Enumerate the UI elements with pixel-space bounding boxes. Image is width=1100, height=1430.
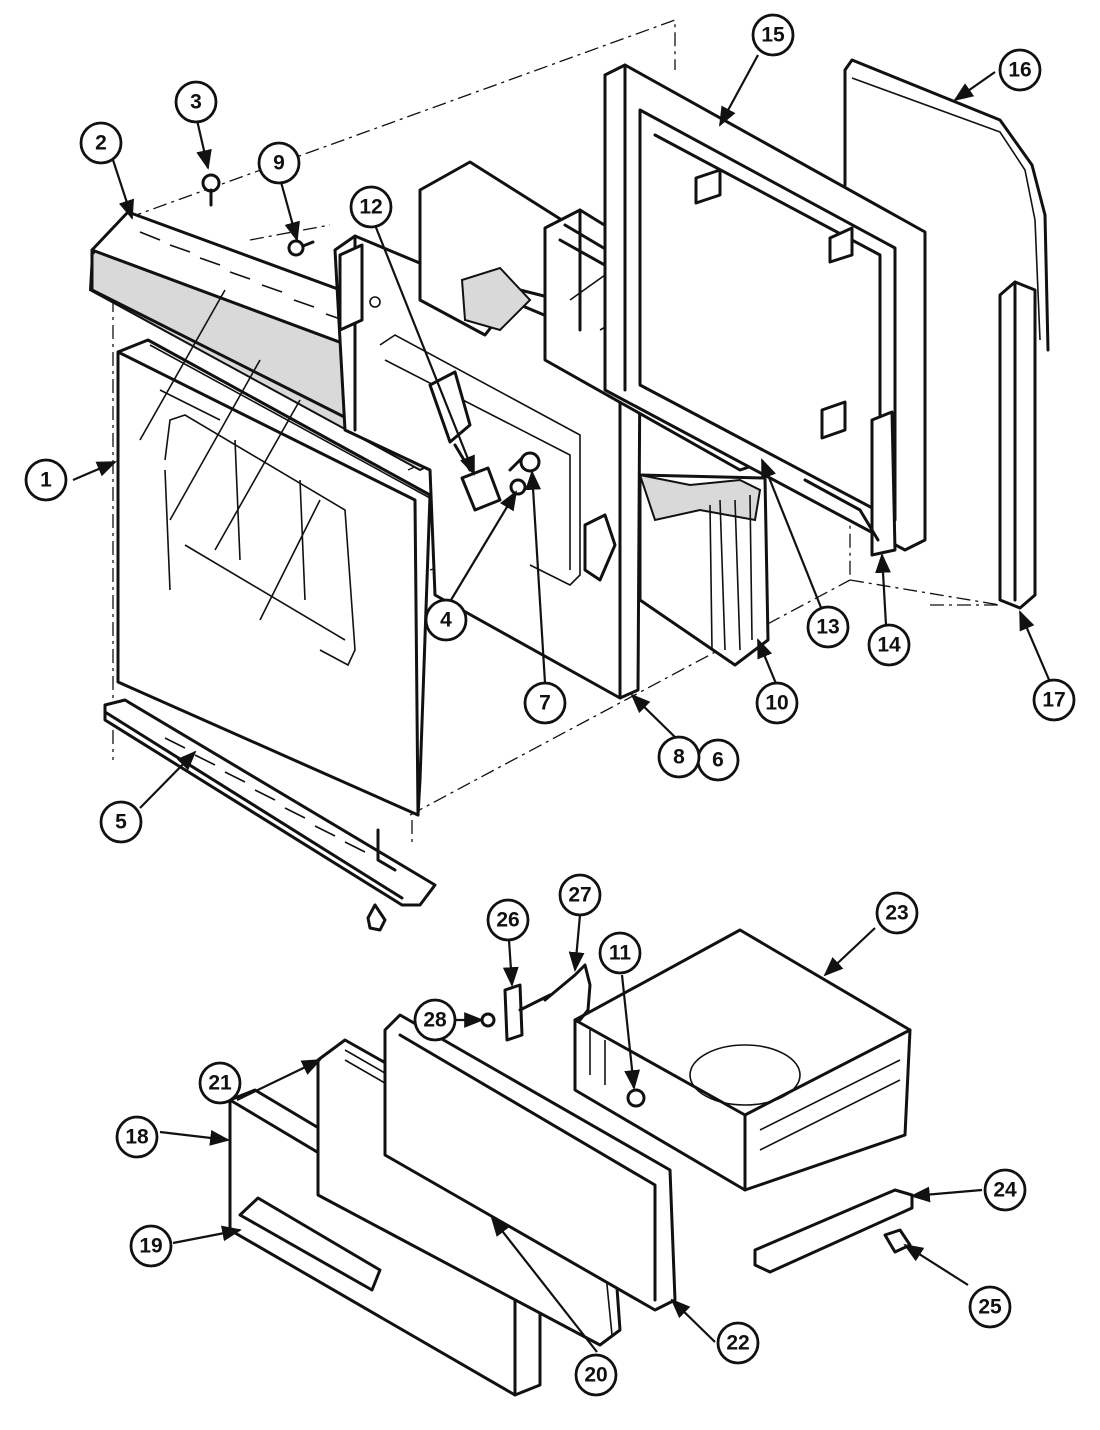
svg-text:9: 9 — [273, 152, 285, 175]
callout-13: 13 — [806, 605, 850, 649]
callout-8: 8 — [657, 735, 701, 779]
svg-text:6: 6 — [712, 749, 724, 772]
part-27-wire — [543, 963, 592, 1022]
part-23-drawer-body — [573, 928, 912, 1192]
callout-11: 11 — [598, 931, 642, 975]
svg-text:22: 22 — [726, 1332, 749, 1355]
svg-text:16: 16 — [1008, 59, 1031, 82]
svg-text:28: 28 — [423, 1009, 447, 1032]
part-1-outer-door-glass — [116, 289, 432, 817]
callout-6: 6 — [696, 738, 740, 782]
svg-text:1: 1 — [40, 469, 52, 492]
svg-text:20: 20 — [584, 1364, 607, 1387]
callout-4: 4 — [424, 598, 468, 642]
part-17-side-trim — [998, 280, 1037, 610]
svg-text:5: 5 — [115, 811, 127, 834]
svg-text:17: 17 — [1042, 689, 1065, 712]
callout-9: 9 — [257, 141, 301, 185]
svg-text:15: 15 — [761, 24, 785, 47]
part-25-clip — [883, 1228, 912, 1254]
part-3-screw — [201, 173, 221, 207]
svg-text:12: 12 — [359, 196, 382, 219]
svg-text:13: 13 — [816, 616, 839, 639]
callout-15: 15 — [751, 13, 795, 57]
svg-text:14: 14 — [877, 634, 901, 657]
callout-19: 19 — [129, 1224, 173, 1268]
callout-24: 24 — [983, 1168, 1027, 1212]
callout-23: 23 — [875, 891, 919, 935]
callout-17: 17 — [1032, 678, 1076, 722]
svg-text:10: 10 — [765, 692, 788, 715]
callout-20: 20 — [574, 1353, 618, 1397]
part-10-insulation — [418, 160, 770, 667]
callout-14: 14 — [867, 623, 911, 667]
leader-lines — [72, 54, 1052, 1353]
callout-21: 21 — [198, 1061, 242, 1105]
callout-5: 5 — [99, 800, 143, 844]
callout-1: 1 — [24, 458, 68, 502]
callout-27: 27 — [558, 873, 602, 917]
svg-text:21: 21 — [208, 1072, 232, 1095]
part-26-latch — [503, 983, 552, 1042]
part-19-drawer-handle — [238, 1196, 382, 1292]
svg-text:8: 8 — [673, 746, 685, 769]
svg-text:24: 24 — [993, 1179, 1017, 1202]
svg-text:11: 11 — [609, 942, 632, 965]
callout-16: 16 — [998, 48, 1042, 92]
callout-10: 10 — [755, 681, 799, 725]
part-7-fastener — [508, 451, 541, 473]
callout-28: 28 — [413, 998, 457, 1042]
callout-22: 22 — [716, 1321, 760, 1365]
svg-text:3: 3 — [190, 91, 202, 114]
svg-text:18: 18 — [125, 1126, 149, 1149]
callout-2: 2 — [79, 121, 123, 165]
svg-text:2: 2 — [95, 132, 107, 155]
svg-text:19: 19 — [139, 1235, 162, 1258]
callout-3: 3 — [174, 80, 218, 124]
part-4-fastener — [509, 478, 527, 496]
svg-text:23: 23 — [885, 902, 908, 925]
part-11-fastener — [626, 1088, 646, 1108]
part-16-door-gasket — [843, 58, 1050, 352]
svg-text:26: 26 — [496, 909, 519, 932]
callout-26: 26 — [486, 898, 530, 942]
callout-25: 25 — [968, 1285, 1012, 1329]
svg-text:7: 7 — [539, 692, 551, 715]
svg-text:27: 27 — [568, 884, 591, 907]
part-28-screw — [480, 1012, 496, 1028]
part-24-drawer-rail — [753, 1188, 914, 1274]
callout-7: 7 — [523, 681, 567, 725]
svg-text:25: 25 — [978, 1296, 1002, 1319]
part-9-screw — [287, 239, 315, 257]
callout-12: 12 — [349, 185, 393, 229]
svg-text:4: 4 — [440, 609, 452, 632]
callout-18: 18 — [115, 1115, 159, 1159]
part-15-door-frame — [603, 63, 927, 557]
